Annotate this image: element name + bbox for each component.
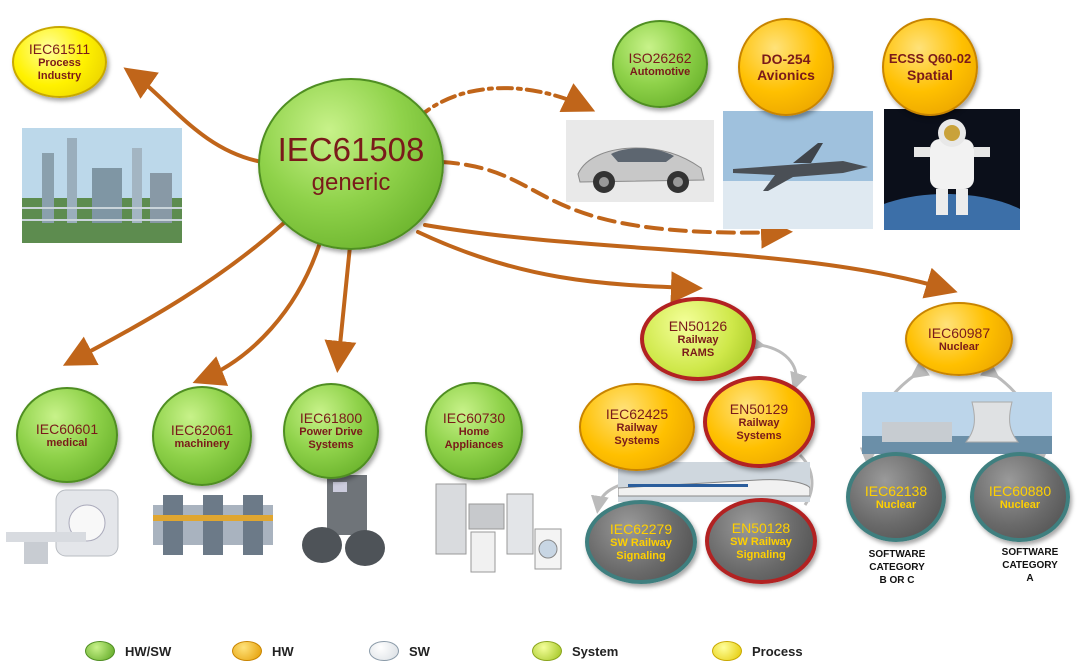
node-iec60601: IEC60601 medical [16,387,118,483]
legend-swatch [369,641,399,661]
node-title: IEC62279 [609,521,673,537]
node-subtitle: Nuclear [938,340,980,353]
node-title: IEC60880 [988,482,1052,499]
legend-system: System [532,638,618,664]
node-subtitle: SW Railway Signaling [610,537,672,562]
node-iec62061: IEC62061 machinery [152,386,252,486]
node-iec61508: IEC61508 generic [258,78,444,250]
motor-image [297,470,391,570]
arrow-to-iec60601 [62,220,287,366]
node-iec62425: IEC62425 Railway Systems [579,383,695,471]
node-iec60987: IEC60987 Nuclear [905,302,1013,376]
node-subtitle: medical [46,436,88,449]
node-subtitle: Railway Systems [614,422,660,447]
legend-hwsw: HW/SW [85,638,171,664]
node-title: ECSS Q60-02 [888,51,972,66]
node-title: IEC61511 [28,41,91,57]
node-iec60880: IEC60880 Nuclear [970,452,1070,542]
node-subtitle: machinery [174,437,230,450]
node-en50126: EN50126 Railway RAMS [640,297,756,381]
node-title: EN50126 [668,318,728,334]
node-title: IEC62138 [864,482,928,499]
node-title: IEC62425 [605,406,669,422]
legend-label: HW [272,643,294,659]
node-title: IEC60987 [927,324,991,341]
legend-label: System [572,643,619,659]
node-title: IEC62061 [170,421,234,438]
node-do254: DO-254 Avionics [738,18,834,116]
node-subtitle: Spatial [907,67,953,83]
node-subtitle: Home Appliances [444,426,504,451]
node-subtitle: Process Industry [37,57,82,82]
arrow-to-do254 [440,160,793,249]
node-title: EN50129 [729,401,789,417]
astronaut-image [884,109,1020,230]
arrow-to-en50126 [416,230,703,304]
legend-swatch [532,641,562,661]
appliances-image [431,474,564,578]
node-iec60730: IEC60730 Home Appliances [425,382,523,480]
node-title: IEC61800 [299,410,363,426]
refinery-image [22,128,182,243]
legend-label: HW/SW [125,643,172,659]
node-subtitle: Nuclear [999,498,1041,511]
node-title: IEC60601 [35,420,99,437]
center-subtitle: generic [311,169,391,196]
arrow-to-iec60987 [423,223,958,299]
car-image [566,120,714,202]
arrow-to-iec61800 [324,244,357,373]
arrow-to-iso26262 [416,83,596,120]
node-iec61800: IEC61800 Power Drive Systems [283,383,379,479]
node-en50129: EN50129 Railway Systems [703,376,815,468]
software-category-bc-label: SOFTWARE CATEGORY B OR C [868,549,926,586]
legend-process: Process [712,638,803,664]
node-subtitle: Railway Systems [736,417,782,442]
node-iec62279: IEC62279 SW Railway Signaling [585,500,697,584]
node-title: DO-254 [761,51,811,67]
node-iec61511: IEC61511 Process Industry [12,26,107,98]
node-title: IEC60730 [442,410,506,426]
node-subtitle: Nuclear [875,498,917,511]
arrow-to-iec61511 [123,67,264,164]
legend-label: Process [752,643,803,659]
node-iec62138: IEC62138 Nuclear [846,452,946,542]
legend-swatch [232,641,262,661]
node-title: EN50128 [731,520,791,536]
legend-hw: HW [232,638,294,664]
machinery-image [148,485,278,570]
node-en50128: EN50128 SW Railway Signaling [705,498,817,584]
legend-sw: SW [369,638,430,664]
arrow-to-iec62061 [192,234,324,386]
node-iso26262: ISO26262 Automotive [612,20,708,108]
link-en50126-en50129 [746,334,808,391]
legend-label: SW [409,643,430,659]
node-title: ISO26262 [628,49,692,66]
legend-swatch [85,641,115,661]
node-subtitle: Railway RAMS [677,334,719,359]
nuclear-plant-image [862,392,1052,454]
ct-scanner-image [6,482,124,570]
software-category-a-label: SOFTWARE CATEGORY A [1001,547,1059,584]
legend-swatch [712,641,742,661]
node-subtitle: Automotive [629,65,691,78]
node-subtitle: Power Drive Systems [299,426,363,451]
node-subtitle: SW Railway Signaling [730,536,792,561]
node-ecss: ECSS Q60-02 Spatial [882,18,978,116]
center-title: IEC61508 [277,131,425,168]
jet-image [723,111,873,229]
node-subtitle: Avionics [757,67,815,83]
